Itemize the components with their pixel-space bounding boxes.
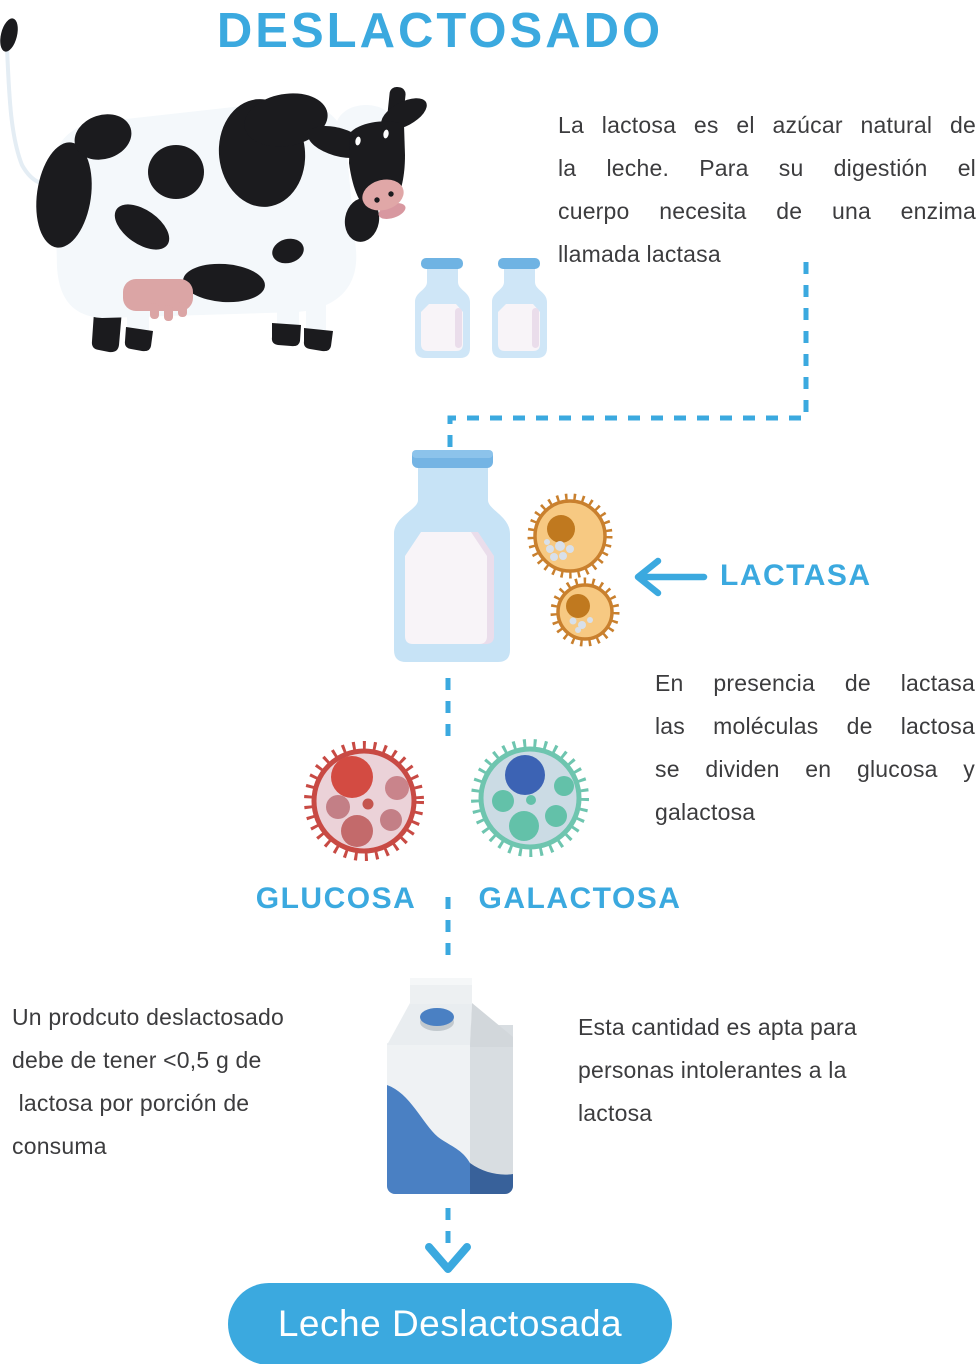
galactose-molecule-icon	[471, 739, 589, 857]
cow-spots	[36, 93, 380, 303]
milk-bottle-small	[415, 258, 470, 358]
carton-wave	[387, 1085, 470, 1194]
cow-illustration	[0, 18, 427, 353]
down-arrow-icon	[425, 1243, 471, 1273]
cow-eye	[383, 129, 389, 139]
lactasa-label: LACTASA	[720, 559, 872, 592]
galactosa-label: GALACTOSA	[478, 882, 682, 915]
cow-udder	[123, 279, 193, 321]
milk-bottle-icon	[394, 450, 510, 662]
enzyme-cell	[550, 577, 620, 647]
milk-carton-icon	[387, 978, 513, 1194]
cow-muzzle	[362, 179, 404, 211]
page-title: DESLACTOSADO	[216, 4, 664, 58]
milk-bottles-icon	[415, 258, 547, 358]
leche-deslactosada-label: Leche Deslactosada	[277, 1303, 623, 1344]
cow-eye	[355, 136, 361, 146]
cow-head	[307, 86, 427, 219]
cow-tail-tuft	[0, 18, 18, 52]
molecules-illustration	[304, 739, 589, 861]
milk-bottle-small	[492, 258, 547, 358]
leche-deslactosada-button[interactable]: Leche Deslactosada	[228, 1283, 672, 1364]
lactase-enzyme-cells-icon	[527, 493, 620, 647]
glucosa-label: GLUCOSA	[255, 882, 417, 915]
glucose-molecule-icon	[304, 741, 424, 861]
carton-cap	[420, 1008, 454, 1026]
enzyme-cell	[527, 493, 613, 579]
